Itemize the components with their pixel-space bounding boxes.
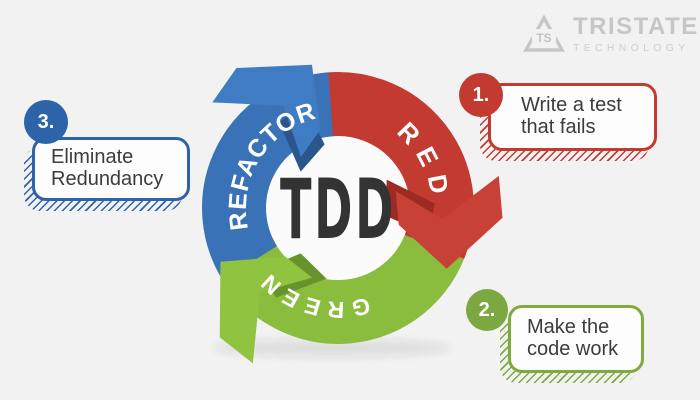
callout-3-line2: Redundancy: [51, 168, 164, 190]
callout-2-line2: code work: [527, 338, 619, 360]
callout-1-box: Write a test that fails: [488, 83, 657, 151]
callout-1-number-badge: 1.: [459, 73, 503, 117]
red-arrowhead-chevron: [395, 175, 503, 269]
ring-shadow: [214, 339, 450, 357]
red-arc: [314, 72, 474, 259]
callout-3-box: Eliminate Redundancy: [32, 137, 190, 201]
callout-1-line2: that fails: [521, 116, 596, 138]
callout-3-number-badge: 3.: [24, 100, 68, 144]
logo-text: TRISTATE TECHNOLOGY: [573, 13, 699, 55]
logo-brand-name: TRISTATE: [573, 13, 699, 40]
callout-2-number-badge: 2.: [466, 289, 508, 331]
blue-arrowhead: [212, 64, 325, 172]
callout-3-line1: Eliminate: [51, 146, 134, 168]
logo-subtitle: TECHNOLOGY: [573, 42, 690, 54]
logo-monogram: TS: [536, 31, 551, 45]
red-arrowhead: [385, 175, 503, 269]
tristate-triangle-icon: TS: [523, 14, 565, 52]
tristate-logo: TS TRISTATE TECHNOLOGY: [522, 14, 699, 56]
green-arrowhead: [219, 253, 327, 364]
center-disc: [265, 135, 411, 281]
blue-arrowhead-chevron: [212, 64, 321, 158]
green-arrowhead-chevron: [219, 256, 313, 364]
callout-1-line1: Write a test: [521, 94, 622, 116]
callout-2-line1: Make the: [527, 316, 610, 338]
callout-2-box: Make the code work: [508, 305, 644, 373]
center-label: TDD: [280, 161, 396, 257]
